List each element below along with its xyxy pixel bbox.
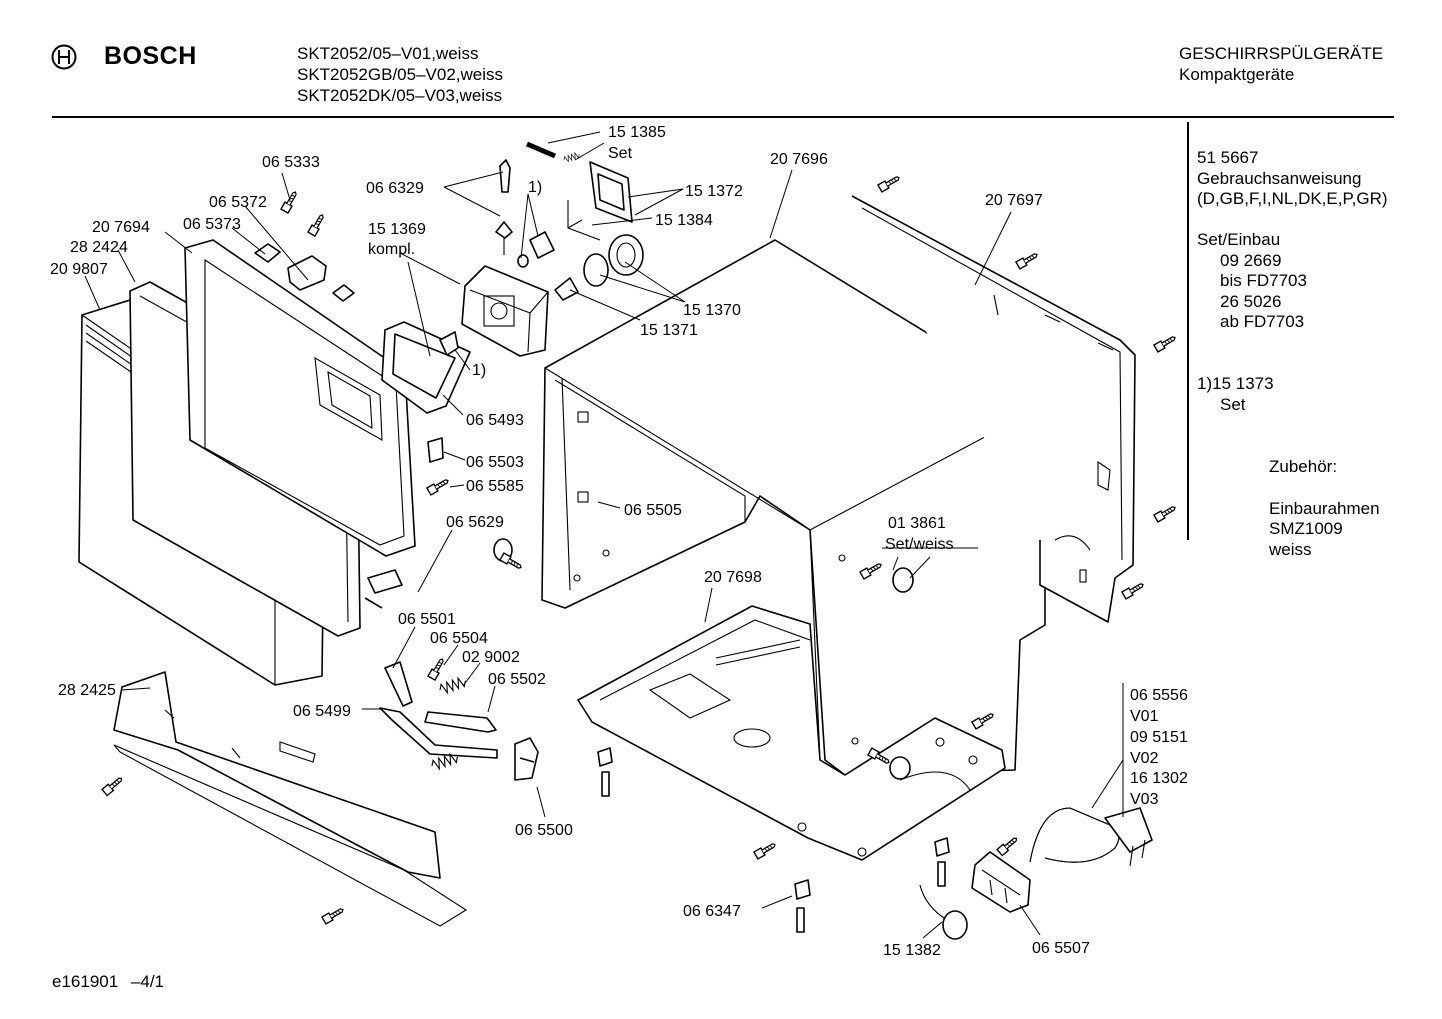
set-title: Set/Einbau bbox=[1197, 230, 1281, 249]
set-2: 26 5026 bbox=[1220, 291, 1282, 311]
label-065504: 06 5504 bbox=[430, 630, 488, 647]
set-einbau-note: Set/Einbau 09 2669 bis FD7703 26 5026 ab… bbox=[1197, 230, 1307, 333]
label-282424: 28 2424 bbox=[70, 239, 128, 256]
category-subtitle: Kompaktgeräte bbox=[1179, 65, 1295, 84]
footer: e161901 –4/1 bbox=[52, 972, 164, 992]
category-title: GESCHIRRSPÜLGERÄTE bbox=[1179, 44, 1384, 63]
label-065585: 06 5585 bbox=[466, 478, 524, 495]
label-151370: 15 1370 bbox=[683, 302, 741, 319]
label-282425: 28 2425 bbox=[58, 682, 116, 699]
model-v03: SKT2052DK/05–V03,weiss bbox=[297, 86, 503, 105]
label-065372: 06 5372 bbox=[209, 194, 267, 211]
label-cord-1: 06 5556 bbox=[1130, 687, 1188, 704]
label-151385-set: Set bbox=[608, 145, 633, 162]
brand-name: BOSCH bbox=[104, 42, 197, 70]
label-207698: 20 7698 bbox=[704, 569, 762, 586]
label-066329: 06 6329 bbox=[366, 180, 424, 197]
label-066347: 06 6347 bbox=[683, 903, 741, 920]
label-065493: 06 5493 bbox=[466, 412, 524, 429]
leader-lines bbox=[84, 131, 1124, 939]
label-151371: 15 1371 bbox=[640, 322, 698, 339]
accessories-note: Zubehör: Einbaurahmen SMZ1009 weiss bbox=[1269, 457, 1380, 560]
label-065373: 06 5373 bbox=[183, 216, 241, 233]
bosch-logo: BOSCH bbox=[50, 42, 200, 72]
power-cord bbox=[1029, 807, 1153, 867]
footnote-ref: 1)15 1373 bbox=[1197, 374, 1274, 393]
label-065502: 06 5502 bbox=[488, 671, 546, 688]
model-list: SKT2052/05–V01,weiss SKT2052GB/05–V02,we… bbox=[297, 43, 503, 106]
control-unit bbox=[461, 265, 549, 357]
terminal-block bbox=[919, 851, 1031, 940]
hinge-parts bbox=[379, 661, 539, 781]
manual-note: 51 5667 Gebrauchsanweisung (D,GB,F,I,NL,… bbox=[1197, 148, 1388, 210]
inner-door bbox=[184, 239, 416, 557]
label-207697: 20 7697 bbox=[985, 192, 1043, 209]
label-065333: 06 5333 bbox=[262, 154, 320, 171]
label-cord-3v: V03 bbox=[1130, 791, 1159, 808]
part-labels: 15 1385 Set 06 5333 06 6329 1) 15 1372 2… bbox=[50, 124, 1188, 959]
label-151369: 15 1369 bbox=[368, 221, 426, 238]
page-number: –4/1 bbox=[130, 972, 165, 991]
model-v02: SKT2052GB/05–V02,weiss bbox=[297, 65, 504, 84]
label-065499: 06 5499 bbox=[293, 703, 351, 720]
label-013861: 01 3861 bbox=[888, 515, 946, 532]
footnote-set: Set bbox=[1220, 394, 1246, 414]
label-207696: 20 7696 bbox=[770, 151, 828, 168]
drawing-id: e161901 bbox=[52, 972, 119, 991]
footnote-note: 1)15 1373 Set bbox=[1197, 374, 1274, 415]
label-cord-3: 16 1302 bbox=[1130, 770, 1188, 787]
label-013861-sub: Set/weiss bbox=[885, 536, 953, 553]
label-065500: 06 5500 bbox=[515, 822, 573, 839]
bosch-armature-icon bbox=[51, 44, 77, 70]
manual-number: 51 5667 bbox=[1197, 148, 1259, 167]
label-151369-sub: kompl. bbox=[368, 241, 415, 258]
set-2-note: ab FD7703 bbox=[1220, 312, 1305, 332]
label-151372: 15 1372 bbox=[685, 183, 743, 200]
label-fn1-a: 1) bbox=[528, 179, 542, 196]
set-1-note: bis FD7703 bbox=[1220, 271, 1307, 291]
cabinet-housing bbox=[541, 239, 1046, 811]
manual-title: Gebrauchsanweisung bbox=[1197, 168, 1362, 188]
base-plate bbox=[577, 605, 1006, 861]
label-cord-2: 09 5151 bbox=[1130, 729, 1188, 746]
category-block: GESCHIRRSPÜLGERÄTE Kompaktgeräte bbox=[1179, 43, 1383, 85]
label-151385: 15 1385 bbox=[608, 124, 666, 141]
accessory-1: Einbaurahmen bbox=[1269, 498, 1380, 518]
accessory-3: weiss bbox=[1269, 539, 1312, 559]
label-065501: 06 5501 bbox=[398, 611, 456, 628]
accessory-2: SMZ1009 bbox=[1269, 519, 1343, 539]
label-151384: 15 1384 bbox=[655, 212, 713, 229]
label-065503: 06 5503 bbox=[466, 454, 524, 471]
label-029002: 02 9002 bbox=[462, 649, 520, 666]
set-1: 09 2669 bbox=[1220, 250, 1282, 270]
label-207694: 20 7694 bbox=[92, 219, 150, 236]
door-clips bbox=[254, 243, 444, 609]
header-divider bbox=[52, 116, 1394, 118]
accessories-title: Zubehör: bbox=[1269, 457, 1338, 476]
model-v01: SKT2052/05–V01,weiss bbox=[297, 44, 479, 63]
dispenser-parts bbox=[439, 141, 644, 356]
label-065505: 06 5505 bbox=[624, 502, 682, 519]
kick-plate bbox=[113, 671, 468, 927]
label-151382: 15 1382 bbox=[883, 942, 941, 959]
side-panel-divider bbox=[1187, 122, 1189, 540]
label-cord-1v: V01 bbox=[1130, 708, 1159, 725]
manual-languages: (D,GB,F,I,NL,DK,E,P,GR) bbox=[1197, 189, 1388, 209]
label-cord-2v: V02 bbox=[1130, 750, 1159, 767]
back-panel bbox=[851, 195, 1136, 623]
label-209807: 20 9807 bbox=[50, 261, 108, 278]
label-065507: 06 5507 bbox=[1032, 940, 1090, 957]
label-fn1-b: 1) bbox=[472, 362, 486, 379]
label-065629: 06 5629 bbox=[446, 514, 504, 531]
